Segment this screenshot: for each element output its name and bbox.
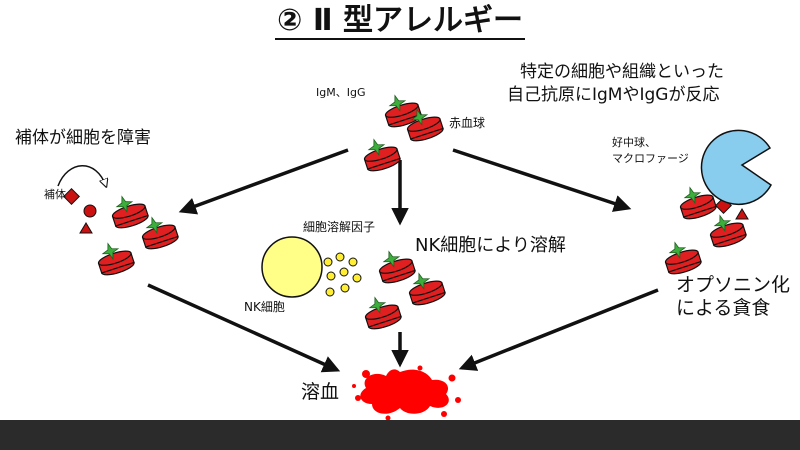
label-phagocyte-line-2: マクロファージ xyxy=(612,152,689,165)
red-blood-cell-icon xyxy=(406,108,444,142)
nk-cell-icon xyxy=(261,236,323,298)
antibody-icon xyxy=(367,138,386,157)
antibody-icon xyxy=(412,272,431,291)
antibody-icon xyxy=(713,214,732,233)
nk-heading: NK細胞により溶解 xyxy=(415,235,566,256)
antibody-icon xyxy=(668,241,687,260)
bottom-bar xyxy=(0,420,800,450)
label-cytolytic-factor: 細胞溶解因子 xyxy=(303,220,376,234)
antibody-icon xyxy=(683,186,702,205)
red-blood-cell-icon xyxy=(378,250,416,284)
red-blood-cell-icon xyxy=(679,186,717,220)
opsonin-line-1: オプソニン化 xyxy=(676,274,791,296)
arrow-center-to-left xyxy=(178,148,349,215)
description-line-2: 自己抗原にIgMやIgGが反応 xyxy=(507,85,720,105)
antibody-icon xyxy=(145,216,164,235)
complement-icon xyxy=(63,188,97,234)
arrow-center-to-right xyxy=(452,148,632,212)
red-blood-cell-icon xyxy=(384,94,422,128)
granules xyxy=(323,252,362,297)
opsonin-line-2: による貪食 xyxy=(676,297,771,319)
label-hemolysis: 溶血 xyxy=(301,381,340,403)
red-blood-cell-icon xyxy=(141,216,179,250)
label-rbc: 赤血球 xyxy=(449,116,486,130)
antibody-icon xyxy=(368,296,387,315)
description-line-1: 特定の細胞や組織といった xyxy=(520,62,724,82)
red-blood-cell-icon xyxy=(664,241,702,275)
antibody-icon xyxy=(382,250,401,269)
complement-heading: 補体が細胞を障害 xyxy=(15,128,151,148)
label-phagocyte-line-1: 好中球、 xyxy=(612,136,656,149)
page-title: ② Ⅱ 型アレルギー xyxy=(274,3,526,40)
curved-arrow-icon xyxy=(57,165,106,186)
red-blood-cell-icon xyxy=(709,214,747,248)
arrow-left-to-hemolysis xyxy=(147,283,341,373)
diagram-canvas xyxy=(57,94,772,420)
red-blood-cell-icon xyxy=(408,272,446,306)
label-complement: 補体 xyxy=(44,188,66,201)
antibody-icon xyxy=(101,242,120,261)
arrow-right-to-hemolysis xyxy=(458,288,659,371)
red-blood-cell-icon xyxy=(111,195,149,229)
label-antibodies: IgM、IgG xyxy=(316,86,366,99)
antibody-icon xyxy=(410,108,429,127)
antibody-icon xyxy=(388,94,407,113)
label-nk-cell: NK細胞 xyxy=(244,300,285,314)
blood-splatter-icon xyxy=(352,365,461,420)
macrophage-icon xyxy=(700,129,772,206)
red-blood-cell-icon xyxy=(363,138,401,172)
antibody-icon xyxy=(115,195,134,214)
red-blood-cell-icon xyxy=(364,296,402,330)
red-blood-cell-icon xyxy=(97,242,135,276)
red-blood-cells xyxy=(97,94,747,330)
